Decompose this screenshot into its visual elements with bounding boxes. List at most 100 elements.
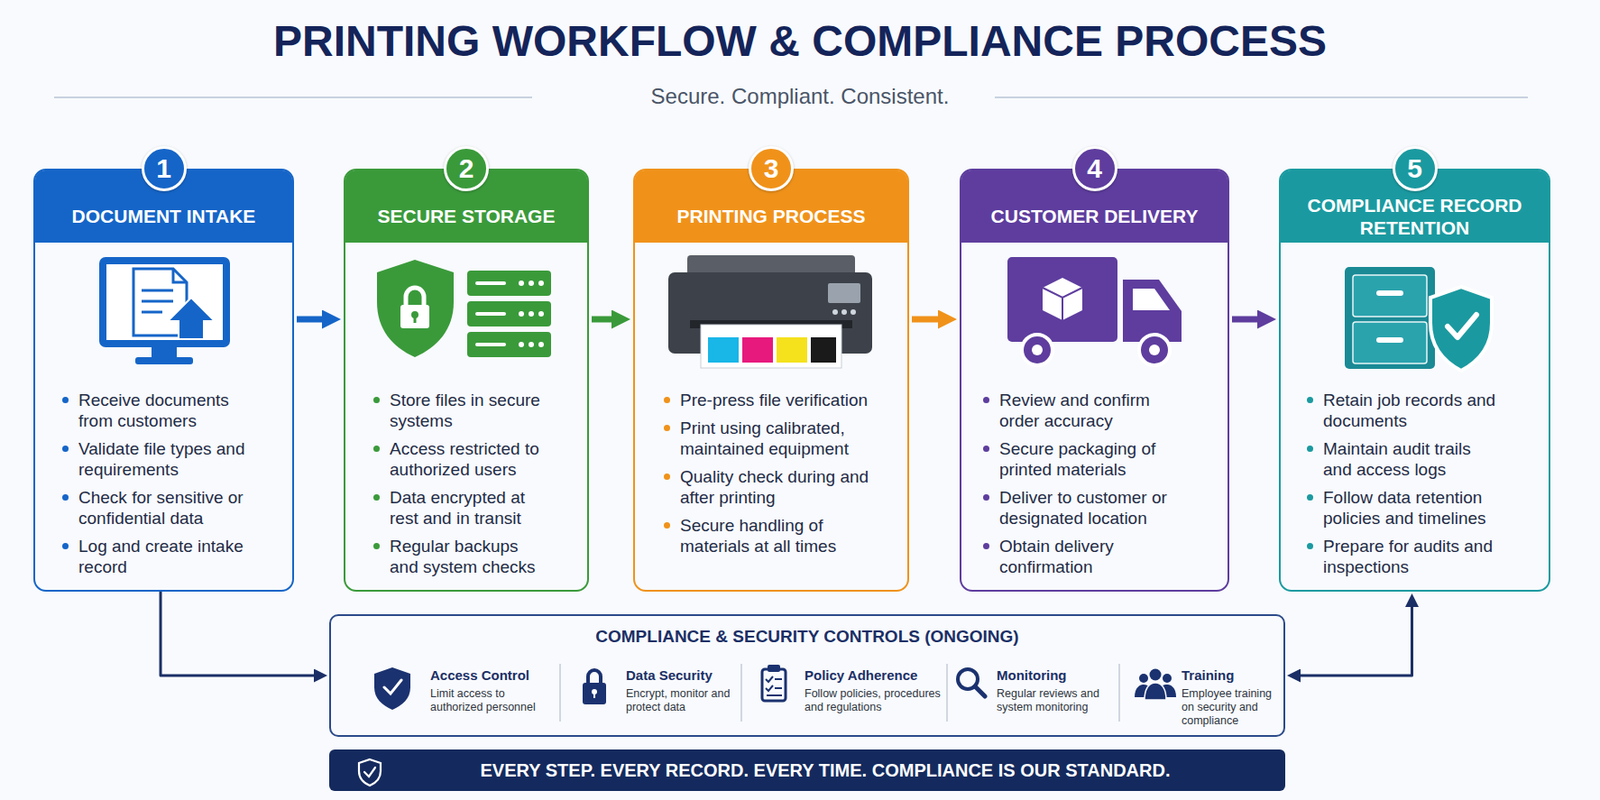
file-cabinet-icon-part [1376, 337, 1404, 343]
control-description: Encrypt, monitor and protect data [625, 687, 737, 715]
server-stack-icon-part [528, 280, 534, 286]
clipboard-icon-part [765, 685, 773, 691]
footer-text: EVERY STEP. EVERY RECORD. EVERY TIME. CO… [480, 760, 1171, 782]
bullet-item: Prepare for audits and inspections [1323, 535, 1502, 578]
server-stack-icon-part [518, 341, 525, 348]
people-icon-part [1162, 673, 1172, 683]
control-description: Limit access to authorized personnel [430, 687, 557, 715]
controls-panel: COMPLIANCE & SECURITY CONTROLS (ONGOING)… [329, 614, 1286, 737]
people-icon-part [1149, 669, 1162, 681]
bullet-item: Deliver to customer or designated locati… [999, 487, 1171, 529]
bullet-list: Receive documents from customersValidate… [78, 389, 250, 578]
step-title: COMPLIANCE RECORD RETENTION [1289, 193, 1540, 240]
monitor-upload-icon-part [99, 257, 230, 348]
control-dividers-part [1118, 663, 1121, 722]
flow-connector [911, 316, 938, 323]
delivery-truck-icon [1007, 257, 1182, 366]
printer-icon-part [810, 337, 837, 363]
flow-connector [591, 316, 612, 323]
delivery-truck-icon-part [1139, 334, 1170, 366]
clipboard-icon-part [774, 678, 782, 681]
shield-lock-icon-part [377, 259, 454, 358]
data-lock-icon-part [582, 682, 607, 705]
monitor-upload-icon-part [106, 264, 223, 341]
access-shield-icon-part [384, 680, 402, 694]
control-heading: Access Control [430, 667, 557, 684]
step-title: DOCUMENT INTAKE [72, 204, 257, 228]
delivery-truck-icon-part [1132, 288, 1170, 311]
clipboard-icon-part [766, 694, 782, 697]
monitor-upload-icon [99, 257, 230, 365]
delivery-truck-icon-part [1149, 344, 1160, 356]
footer-bar [329, 749, 1286, 791]
server-stack-icon-part [518, 311, 525, 317]
step-number: 1 [156, 155, 172, 183]
bullet-item: Log and create intake record [78, 535, 250, 578]
control-item: Access ControlLimit access to authorized… [430, 667, 557, 715]
flow-connector [1232, 316, 1258, 323]
bullet-item: Secure handling of materials at all time… [680, 514, 888, 557]
step-card: CUSTOMER DELIVERY Review and confirm orde… [959, 168, 1230, 592]
printer-icon-part [700, 324, 842, 368]
step-card: COMPLIANCE RECORD RETENTION Retain job re… [1278, 168, 1551, 592]
bullet-item: Validate file types and requirements [78, 438, 250, 480]
server-stack-icon-part [538, 280, 544, 286]
monitor-upload-icon-part [167, 297, 215, 340]
people-icon [1134, 669, 1177, 701]
shield-lock-icon-part [413, 315, 417, 323]
server-stack-icon-part [538, 341, 544, 348]
bullet-item: Data encrypted at rest and in transit [389, 487, 551, 529]
flow-connector [296, 316, 322, 323]
diagram-title: PRINTING WORKFLOW & COMPLIANCE PROCESS [0, 18, 1600, 66]
bullet-item: Review and confirm order accuracy [999, 389, 1171, 432]
step-card: PRINTING PROCESSPre-press file verificat… [633, 168, 910, 592]
monitor-upload-icon-part [135, 357, 194, 365]
server-stack-icon-part [475, 342, 506, 347]
server-stack-icon [467, 270, 552, 358]
step-number-circle: 3 [748, 146, 794, 192]
clipboard-icon [762, 664, 786, 701]
bullet-item: Regular backups and system checks [389, 535, 551, 578]
subtitle-rule-part [994, 96, 1528, 99]
printer-icon-part [832, 309, 838, 315]
step-card: DOCUMENT INTAKE Receive documents from cu… [33, 168, 295, 592]
printer-icon-part [850, 309, 856, 315]
people-icon-part [1144, 682, 1167, 700]
delivery-truck-icon-part [1042, 287, 1083, 321]
bullet-item: Secure packaging of printed materials [999, 438, 1171, 480]
subtitle-rule-part [54, 96, 533, 99]
bullet-item: Store files in secure systems [389, 389, 551, 432]
control-dividers-part [946, 663, 948, 722]
panel-title: COMPLIANCE & SECURITY CONTROLS (ONGOING) [331, 626, 1284, 647]
control-dividers-part [559, 663, 561, 722]
delivery-truck-icon-part [1007, 257, 1118, 342]
clipboard-icon-part [774, 687, 782, 690]
bullet-item: Check for sensitive or confidential data [78, 487, 250, 529]
bullet-list: Retain job records and documentsMaintain… [1323, 389, 1502, 578]
magnifier-icon-part [974, 686, 985, 697]
clipboard-icon-part [767, 664, 781, 672]
server-stack-icon-part [467, 270, 552, 296]
server-stack-icon-part [528, 311, 534, 317]
monitor-upload-icon-part [141, 311, 163, 314]
delivery-truck-icon-part [1042, 277, 1083, 321]
server-stack-icon-part [528, 341, 534, 348]
monitor-upload-icon-part [173, 268, 187, 283]
bullet-list: Pre-press file verificationPrint using c… [680, 389, 888, 557]
delivery-truck-icon-part [1122, 279, 1182, 342]
magnifier-icon [957, 669, 985, 697]
step-card: SECURE STORAGEStore files in secure syst… [343, 168, 589, 592]
step-number-circle: 1 [141, 146, 187, 192]
printer-icon [668, 255, 873, 368]
flow-connector [160, 591, 314, 676]
step-number-circle: 5 [1392, 146, 1438, 192]
footer-banner: EVERY STEP. EVERY RECORD. EVERY TIME. CO… [329, 749, 1286, 791]
printer-icon-part [841, 309, 847, 315]
access-shield-icon-part [374, 667, 411, 710]
clipboard-icon-part [762, 669, 786, 701]
step-title: CUSTOMER DELIVERY [991, 204, 1199, 228]
file-cabinet-icon-part [1344, 266, 1435, 369]
bullet-item: Receive documents from customers [78, 389, 250, 432]
control-item: MonitoringRegular reviews and system mon… [996, 667, 1116, 715]
